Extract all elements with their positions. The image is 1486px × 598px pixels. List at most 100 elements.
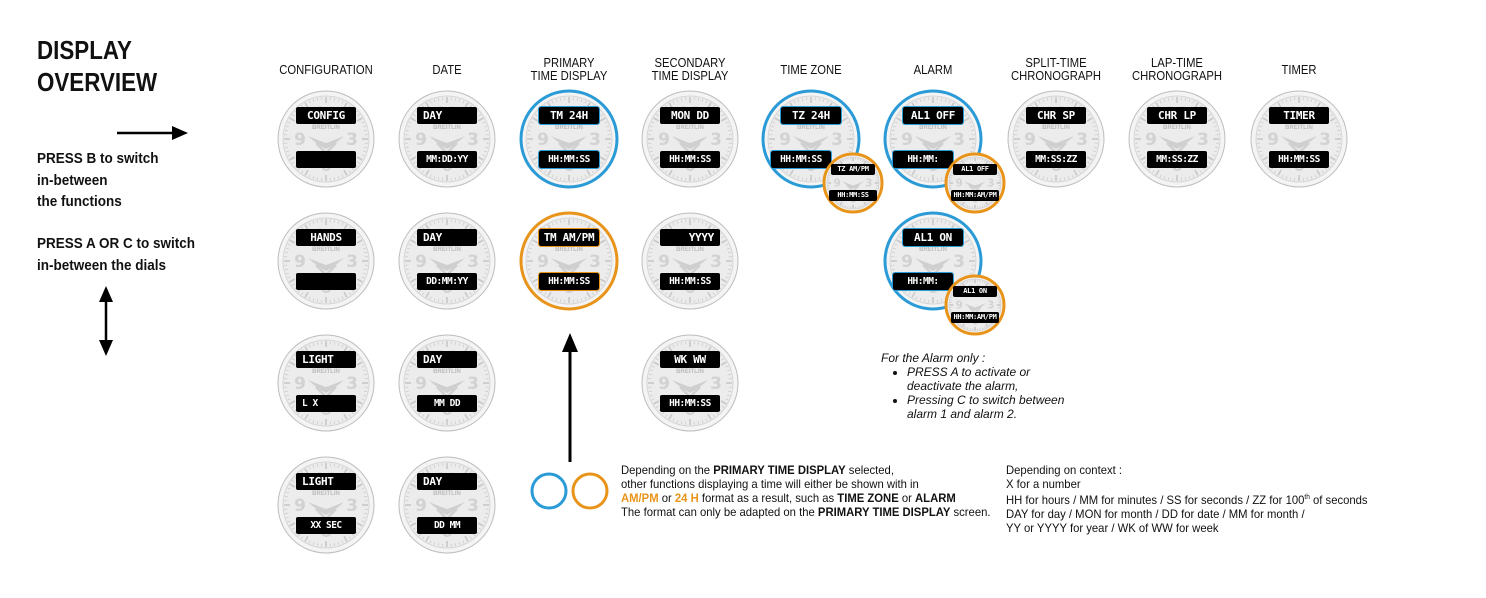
dial-brand-text: BREITLIN (676, 125, 704, 131)
dial-face-icon: 36912 (519, 211, 619, 311)
alarm-note-bullet: PRESS A to activate or deactivate the al… (907, 365, 1032, 393)
svg-text:9: 9 (956, 301, 963, 312)
dial-brand-text: BREITLIN (919, 247, 947, 253)
right-arrow-icon (117, 126, 188, 140)
context-legend: Depending on context : X for a number HH… (1006, 463, 1368, 535)
svg-text:9: 9 (901, 130, 913, 150)
dial-brand-text: BREITLIN (555, 247, 583, 253)
svg-text:9: 9 (901, 252, 913, 272)
dial-brand-text: BREITLIN (676, 247, 704, 253)
dial-bottom-display: HH:MM:SS (770, 150, 832, 169)
dial-bottom-display: MM:SS:ZZ (1026, 151, 1086, 168)
subdial-bottom-display: HH:MM:AM/PM (951, 190, 999, 201)
svg-text:9: 9 (834, 179, 841, 190)
dial-brand-text: BREITLIN (1163, 125, 1191, 131)
svg-text:3: 3 (346, 374, 358, 394)
svg-text:3: 3 (346, 130, 358, 150)
press-b-instruction: PRESS B to switch in-between the functio… (37, 150, 159, 210)
subdial-top-display: AL1 ON (953, 286, 997, 297)
svg-text:3: 3 (346, 496, 358, 516)
svg-text:9: 9 (658, 130, 670, 150)
dial-bottom-display (296, 273, 356, 290)
dial-face-icon: 36912 (641, 334, 739, 432)
dial-top-display: DAY (417, 473, 477, 490)
watch-subdial-ampm: 36912TZ AM/PM HH:MM:SS (820, 150, 886, 216)
dial-face-icon: 36912 (822, 152, 884, 214)
dial-face-icon: 36912 (398, 212, 496, 310)
dial-brand-text: BREITLIN (555, 125, 583, 131)
dial-face-icon: 36912 (277, 90, 375, 188)
up-arrow-to-primary-icon (562, 333, 578, 462)
press-ac-instruction: PRESS A OR C to switch in-between the di… (37, 235, 196, 274)
svg-text:3: 3 (987, 301, 994, 312)
dial-brand-text: BREITLIN (312, 125, 340, 131)
svg-text:9: 9 (779, 130, 791, 150)
watch-dial-configuration: 36912BREITLINCONFIG (274, 87, 378, 191)
column-header-timezone: TIME ZONE (780, 63, 842, 77)
dial-top-display: TM 24H (538, 106, 600, 125)
svg-text:9: 9 (294, 496, 306, 516)
up-down-arrow-icon (99, 286, 113, 356)
dial-brand-text: BREITLIN (312, 369, 340, 375)
svg-text:3: 3 (467, 130, 479, 150)
svg-text:3: 3 (1076, 130, 1088, 150)
subdial-bottom-display: HH:MM:SS (829, 190, 877, 201)
watch-dial-secondary: 36912BREITLINWK WW HH:MM:SS (638, 331, 742, 435)
dial-brand-text: BREITLIN (433, 369, 461, 375)
dial-face-icon: 36912 (641, 212, 739, 310)
alarm-note-bullet: Pressing C to switch between alarm 1 and… (907, 393, 1067, 421)
dial-face-icon: 36912 (398, 334, 496, 432)
dial-top-display: CHR SP (1026, 107, 1086, 124)
svg-text:3: 3 (710, 374, 722, 394)
column-header-alarm: ALARM (913, 63, 953, 77)
dial-top-display: WK WW (660, 351, 720, 368)
dial-top-display: TZ 24H (780, 106, 842, 125)
dial-bottom-display: L X (296, 395, 356, 412)
svg-text:3: 3 (953, 130, 965, 150)
dial-top-display: DAY (417, 351, 477, 368)
svg-text:9: 9 (537, 130, 549, 150)
dial-brand-text: BREITLIN (433, 125, 461, 131)
svg-text:9: 9 (415, 374, 427, 394)
watch-dial-configuration: 36912BREITLINLIGHTL X (274, 331, 378, 435)
svg-text:9: 9 (658, 252, 670, 272)
dial-bottom-display: HH:MM: (892, 150, 954, 169)
svg-text:9: 9 (658, 374, 670, 394)
svg-text:3: 3 (865, 179, 872, 190)
dial-brand-text: BREITLIN (1285, 125, 1313, 131)
svg-text:3: 3 (1319, 130, 1331, 150)
legend-blue-circle-icon (530, 472, 568, 510)
svg-text:9: 9 (956, 179, 963, 190)
subdial-top-display: TZ AM/PM (831, 164, 875, 175)
dial-top-display: TIMER (1269, 107, 1329, 124)
watch-dial-date: 36912BREITLINDAYDD:MM:YY (395, 209, 499, 313)
dial-brand-text: BREITLIN (433, 491, 461, 497)
dial-face-icon: 36912 (398, 456, 496, 554)
dial-bottom-display: HH:MM:SS (660, 151, 720, 168)
format-legend: Depending on the PRIMARY TIME DISPLAY se… (621, 463, 991, 519)
dial-bottom-display: HH:MM:SS (660, 395, 720, 412)
svg-text:9: 9 (294, 374, 306, 394)
watch-dial-date: 36912BREITLINDAY DD MM (395, 453, 499, 557)
dial-face-icon: 36912 (277, 334, 375, 432)
dial-face-icon: 36912 (277, 456, 375, 554)
dial-face-icon: 36912 (944, 152, 1006, 214)
svg-text:3: 3 (987, 179, 994, 190)
svg-text:9: 9 (415, 496, 427, 516)
watch-dial-configuration: 36912BREITLINLIGHTXX SEC (274, 453, 378, 557)
dial-face-icon: 36912 (398, 90, 496, 188)
dial-bottom-display: HH:MM:SS (1269, 151, 1329, 168)
svg-text:3: 3 (1197, 130, 1209, 150)
dial-brand-text: BREITLIN (676, 369, 704, 375)
dial-bottom-display: HH:MM: (892, 272, 954, 291)
ampm-highlight: AM/PM (621, 491, 659, 505)
dial-brand-text: BREITLIN (312, 247, 340, 253)
svg-text:9: 9 (415, 252, 427, 272)
24h-highlight: 24 H (674, 491, 699, 505)
dial-bottom-display: DD MM (417, 517, 477, 534)
